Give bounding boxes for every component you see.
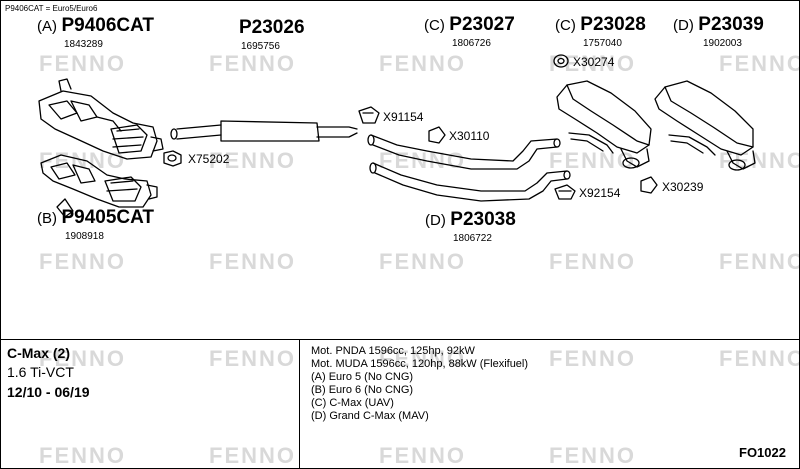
centre-pipe-p23038-drawing: [369, 162, 571, 202]
gasket-x30274-drawing: [553, 54, 569, 68]
part-code: 1843289: [64, 39, 103, 50]
watermark: FENNO: [719, 346, 800, 371]
watermark: FENNO: [39, 148, 126, 173]
part-code: 1806726: [452, 38, 491, 49]
clamp-x92154-drawing: [554, 184, 576, 200]
watermark: FENNO: [719, 249, 800, 274]
accessory-label-x91154: X91154: [383, 110, 424, 124]
accessory-label-x30110: X30110: [449, 129, 490, 143]
part-label-p23038: (D) P23038: [425, 209, 516, 231]
watermark: FENNO: [549, 249, 636, 274]
watermark: FENNO: [719, 51, 800, 76]
watermark: FENNO: [39, 51, 126, 76]
part-code: 1902003: [703, 38, 742, 49]
part-label-p23028: (C) P23028: [555, 14, 646, 36]
watermark: FENNO: [209, 346, 296, 371]
watermark: FENNO: [39, 249, 126, 274]
part-number: P23028: [580, 14, 646, 35]
accessory-label-x30239: X30239: [662, 180, 704, 194]
part-prefix: (A): [37, 18, 57, 35]
info-line: (B) Euro 6 (No CNG): [311, 384, 414, 396]
part-number: P9405CAT: [61, 207, 155, 228]
part-number: P9406CAT: [61, 15, 155, 36]
watermark: FENNO: [549, 148, 636, 173]
info-line: (D) Grand C-Max (MAV): [311, 410, 429, 422]
centre-pipe-p23027-drawing: [367, 134, 561, 170]
info-line: (A) Euro 5 (No CNG): [311, 371, 414, 383]
watermark: FENNO: [549, 443, 636, 468]
part-number: P23039: [698, 14, 764, 35]
gasket-x30110-drawing: [428, 126, 446, 144]
gasket-x75202-drawing: [163, 150, 182, 167]
manifold-catalyst-a-drawing: [38, 78, 164, 160]
watermark: FENNO: [379, 249, 466, 274]
part-prefix: (B): [37, 210, 57, 227]
info-panel-divider: [1, 339, 799, 340]
part-label-p23039: (D) P23039: [673, 14, 764, 36]
watermark: FENNO: [209, 443, 296, 468]
watermark: FENNO: [209, 51, 296, 76]
part-number: P23038: [450, 209, 516, 230]
watermark: FENNO: [379, 51, 466, 76]
part-prefix: (D): [673, 17, 694, 34]
vehicle-engine: 1.6 Ti-VCT: [7, 364, 74, 380]
info-line: (C) C-Max (UAV): [311, 397, 394, 409]
accessory-label-x75202: X75202: [188, 152, 230, 166]
part-number: P23027: [449, 14, 515, 35]
info-line: Mot. MUDA 1596cc, 120hp, 88kW (Flexifuel…: [311, 358, 529, 370]
part-number: P23026: [239, 17, 305, 38]
watermark: FENNO: [39, 346, 126, 371]
clamp-x91154-drawing: [358, 106, 380, 124]
info-line: Mot. PNDA 1596cc, 125hp, 92kW: [311, 345, 475, 357]
rear-silencer-p23028-drawing: [556, 80, 652, 169]
part-prefix: (C): [555, 17, 576, 34]
accessory-label-x92154: X92154: [579, 186, 621, 200]
part-prefix: (C): [424, 17, 445, 34]
watermark: FENNO: [209, 249, 296, 274]
front-pipe-p23026-drawing: [170, 120, 358, 142]
vehicle-model: C-Max (2): [7, 345, 71, 361]
part-label-p23027: (C) P23027: [424, 14, 515, 36]
header-note: P9406CAT = Euro5/Euro6: [5, 4, 98, 13]
watermark: FENNO: [549, 346, 636, 371]
part-label-p9405cat: (B) P9405CAT: [37, 207, 154, 229]
info-list: Mot. PNDA 1596cc, 125hp, 92kW Mot. MUDA …: [311, 345, 528, 423]
gasket-x30239-drawing: [640, 176, 658, 194]
vehicle-years: 12/10 - 06/19: [7, 384, 90, 400]
watermark: FENNO: [379, 346, 466, 371]
part-code: 1757040: [583, 38, 622, 49]
manifold-catalyst-b-drawing: [40, 154, 158, 218]
part-prefix: (D): [425, 212, 446, 229]
info-panel-column-divider: [299, 339, 300, 468]
exhaust-drawing: [38, 54, 756, 218]
accessory-label-x30274: X30274: [573, 55, 615, 69]
rear-silencer-p23039-drawing: [654, 80, 756, 171]
watermark: FENNO: [379, 443, 466, 468]
watermark: FENNO: [209, 148, 296, 173]
part-code: 1908918: [65, 231, 104, 242]
watermark: FENNO: [39, 443, 126, 468]
part-label-p23026: P23026: [239, 17, 305, 39]
part-code: 1806722: [453, 233, 492, 244]
part-code: 1695756: [241, 41, 280, 52]
diagram-reference: FO1022: [739, 445, 786, 460]
part-label-p9406cat: (A) P9406CAT: [37, 15, 154, 37]
